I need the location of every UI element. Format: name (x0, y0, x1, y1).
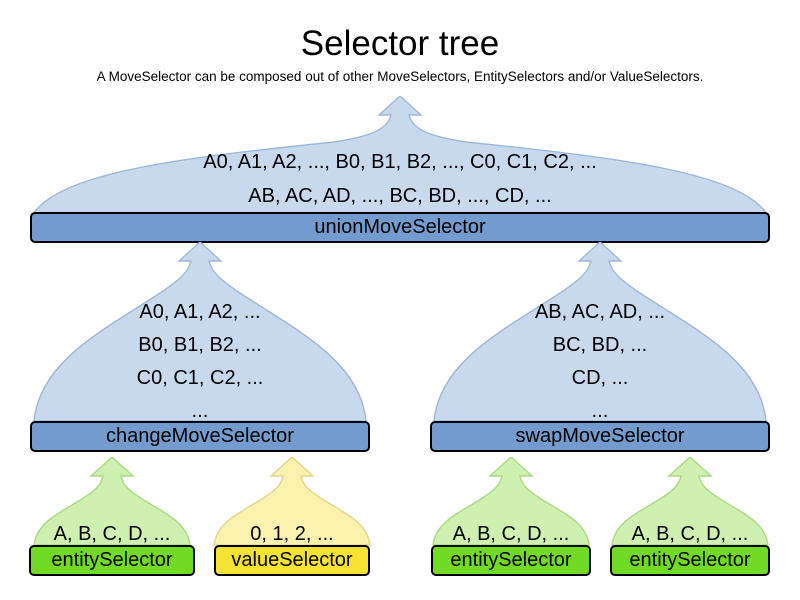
union-move-selector-bar: unionMoveSelector (30, 212, 770, 243)
page-title: Selector tree (300, 24, 500, 63)
swap-funnel-arrow-shape (433, 242, 767, 422)
page-subtitle: A MoveSelector can be composed out of ot… (96, 69, 704, 84)
value-funnel-arrow-shape (213, 457, 371, 546)
entity-mid-funnel-arrow-shape (432, 457, 590, 546)
change-move-selector-bar: changeMoveSelector (30, 421, 370, 452)
union-funnel-arrow-shape (31, 96, 769, 215)
swap-move-selector-bar: swapMoveSelector (430, 421, 770, 452)
entity-selector-bar-mid: entitySelector (431, 545, 591, 576)
entity-left-funnel-arrow-shape (33, 457, 191, 546)
value-selector-bar: valueSelector (214, 545, 370, 576)
entity-right-funnel-arrow-shape (611, 457, 769, 546)
entity-selector-bar-right: entitySelector (610, 545, 770, 576)
change-funnel-arrow-shape (33, 242, 367, 422)
entity-selector-bar-left: entitySelector (29, 545, 195, 576)
